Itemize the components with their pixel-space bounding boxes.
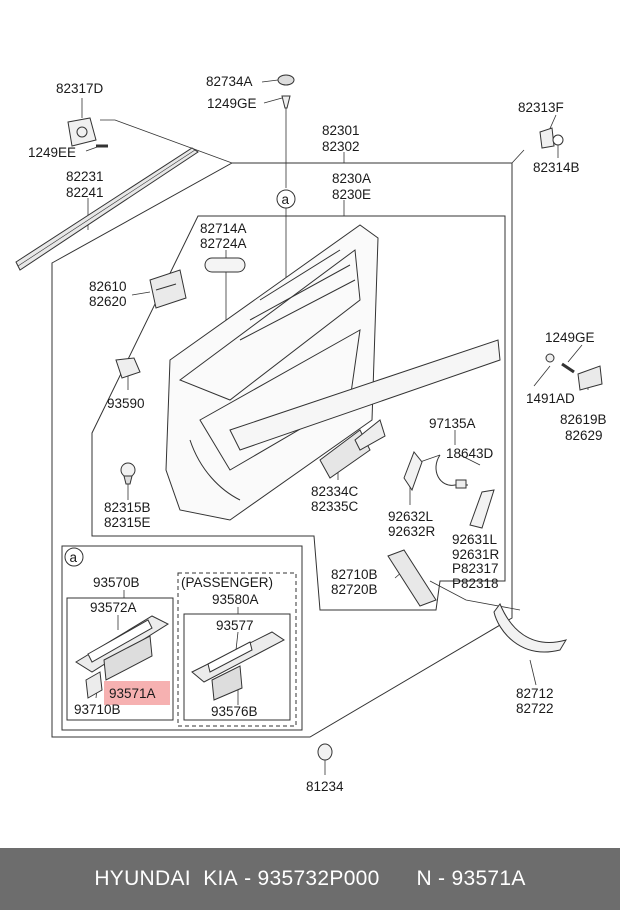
- label-93577: 93577: [216, 618, 254, 633]
- footer-ref-number: 93571A: [451, 867, 526, 890]
- label-93580A: 93580A: [212, 592, 259, 607]
- driver-switch-box: [66, 597, 174, 721]
- label-82317D: 82317D: [56, 81, 104, 96]
- label-1491AD: 1491AD: [526, 391, 575, 406]
- courtesy-lamp-left: [403, 451, 423, 492]
- screw-part: [545, 353, 555, 363]
- label-P82317: P82317: [452, 561, 499, 576]
- clip-part: [539, 127, 555, 149]
- callout-a-box-circle: [64, 547, 84, 567]
- label-1249GE-top: 1249GE: [207, 96, 257, 111]
- label-82720B: 82720B: [331, 582, 378, 597]
- door-belt-weatherstrip: [15, 147, 199, 271]
- label-8230E: 8230E: [332, 187, 371, 202]
- label-8230A: 8230A: [332, 171, 371, 186]
- callout-a-circle: [276, 189, 296, 209]
- label-18643D: 18643D: [446, 446, 494, 461]
- label-82241: 82241: [66, 185, 104, 200]
- passenger-switch-box: [177, 572, 297, 727]
- label-93571A: 93571A: [109, 686, 156, 701]
- label-82334C: 82334C: [311, 484, 359, 499]
- pull-handle-cover: [204, 257, 246, 273]
- part-number-footer: HYUNDAI KIA - 935732P000 N - 93571A: [0, 848, 620, 910]
- label-81234: 81234: [306, 779, 344, 794]
- label-92632L: 92632L: [388, 509, 434, 524]
- parts-diagram: a a 82317D 1249EE 82231 82241 82734A 124…: [15, 74, 607, 794]
- footer-gap: [380, 867, 417, 891]
- callout-a-label: a: [282, 192, 290, 207]
- footer-n-label: N: [416, 867, 432, 890]
- label-93710B: 93710B: [74, 702, 121, 717]
- label-93572A: 93572A: [90, 600, 137, 615]
- label-82714A: 82714A: [200, 221, 247, 236]
- label-82314B: 82314B: [533, 160, 580, 175]
- label-82734A: 82734A: [206, 74, 253, 89]
- passenger-inner-box: [183, 613, 291, 721]
- label-93570B: 93570B: [93, 575, 140, 590]
- label-82724A: 82724A: [200, 236, 247, 251]
- garnish-part: [577, 365, 603, 391]
- plug-part: [317, 743, 333, 761]
- screw-part: [281, 95, 291, 109]
- passenger-power-window-switch: [191, 631, 285, 701]
- label-82620: 82620: [89, 294, 127, 309]
- bracket-part: [115, 357, 141, 379]
- label-1249EE: 1249EE: [28, 145, 76, 160]
- label-82231: 82231: [66, 169, 104, 184]
- bulb-part: [455, 479, 467, 489]
- label-82315B: 82315B: [104, 500, 151, 515]
- inside-handle: [149, 269, 187, 309]
- label-82315E: 82315E: [104, 515, 151, 530]
- label-82619B: 82619B: [560, 412, 607, 427]
- label-82301: 82301: [322, 123, 360, 138]
- label-P82318: P82318: [452, 576, 499, 591]
- label-97135A: 97135A: [429, 416, 476, 431]
- grommet-part: [552, 134, 564, 146]
- cap-part: [277, 74, 295, 86]
- label-82302: 82302: [322, 139, 360, 154]
- highlight-93571A: [104, 681, 170, 705]
- courtesy-lamp-right: [469, 489, 495, 529]
- label-92631L: 92631L: [452, 532, 498, 547]
- armrest-part: [493, 603, 568, 653]
- label-93590: 93590: [107, 396, 145, 411]
- footer-separator: -: [237, 867, 258, 890]
- label-1249GE-right: 1249GE: [545, 330, 595, 345]
- label-92632R: 92632R: [388, 524, 436, 539]
- clip-part: [67, 117, 97, 147]
- footer-separator-2: -: [431, 867, 452, 890]
- footer-brand: HYUNDAI KIA: [94, 867, 238, 890]
- label-82712: 82712: [516, 686, 554, 701]
- callout-a-box-label: a: [70, 550, 78, 565]
- label-82710B: 82710B: [331, 567, 378, 582]
- footer-part-number: 935732P000: [257, 867, 380, 890]
- trim-assembly-frame: [91, 215, 506, 611]
- driver-power-window-switch: [75, 615, 170, 699]
- handle-bracket: [387, 549, 437, 607]
- label-93576B: 93576B: [211, 704, 258, 719]
- label-92631R: 92631R: [452, 547, 500, 562]
- lamp-wiring: [435, 454, 468, 486]
- label-passenger: (PASSENGER): [181, 575, 273, 590]
- label-82313F: 82313F: [518, 100, 564, 115]
- fastener-part: [120, 462, 136, 478]
- label-82610: 82610: [89, 279, 127, 294]
- switch-detail-box: [61, 545, 303, 731]
- door-trim-panel: [165, 224, 501, 521]
- label-82722: 82722: [516, 701, 554, 716]
- label-82629: 82629: [565, 428, 603, 443]
- label-82335C: 82335C: [311, 499, 359, 514]
- screw-part: [561, 362, 575, 374]
